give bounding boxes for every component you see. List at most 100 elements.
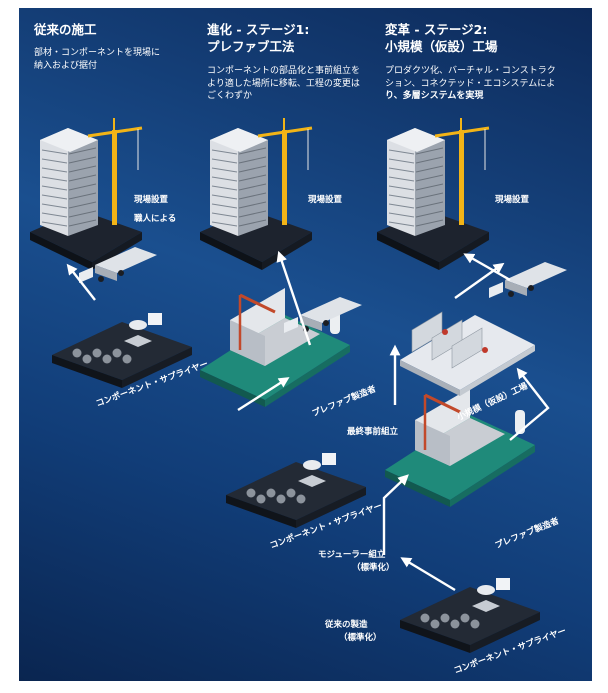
- building-3-floor-line-left: [388, 185, 415, 191]
- truck-1: [79, 247, 157, 283]
- column-3-desc-line-2: ション、コネクテッド・エコシステムによ: [385, 78, 556, 89]
- truck-3: [489, 262, 567, 298]
- building-2-floor-line-right: [238, 156, 267, 164]
- column-1-heading: 従来の施工: [34, 21, 97, 38]
- building-2-floor-line-right: [238, 183, 267, 191]
- building-1-floor-line-left: [41, 185, 68, 191]
- building-3-floor-line-right: [415, 201, 444, 209]
- building-1-floor-line-right: [68, 201, 97, 209]
- supplier-2-sink: [303, 460, 321, 470]
- building-2-floor-line-right: [238, 219, 267, 227]
- column-2-desc-line-2: より適した場所に移転、工程の変更は: [207, 78, 360, 89]
- supplier-1-pipe: [82, 354, 92, 364]
- building-3-floor-line-right: [415, 219, 444, 227]
- supplier-1: [52, 313, 192, 388]
- building-3-tower-right: [415, 128, 445, 236]
- prefab-2-floor-right: [450, 445, 535, 507]
- building-3-floor-line-right: [415, 147, 444, 155]
- supplier-2-pipe: [286, 488, 296, 498]
- prefab-1-floor-left: [200, 370, 265, 407]
- column-2-heading-line-2: プレファブ工法: [207, 39, 295, 54]
- truck-2: [284, 297, 362, 333]
- supplier-3-pipe: [470, 619, 480, 629]
- column-2-desc: コンポーネントの部品化と事前組立を より適した場所に移転、工程の変更は ごくわず…: [207, 65, 360, 103]
- column-3-heading-line-1: 変革 - ステージ2:: [385, 22, 488, 37]
- arrow-modular-to-prefab-2: [382, 474, 409, 555]
- building-2-floor-line-left: [211, 149, 238, 155]
- mini-factory-floor-left: [400, 360, 460, 396]
- building-3-base-left: [377, 232, 439, 270]
- supplier-3-base-right: [470, 612, 540, 653]
- building-2-floor-line-right: [238, 210, 267, 218]
- truck-1-cab: [79, 267, 93, 283]
- column-2-heading: 進化 - ステージ1: プレファブ工法: [207, 21, 309, 55]
- label-onsite-3: 現場設置: [495, 195, 530, 205]
- label-final-assembly: 最終事前組立: [347, 427, 399, 437]
- supplier-2-pipe: [266, 488, 276, 498]
- supplier-3-base-left: [400, 620, 470, 653]
- building-2: [200, 118, 313, 270]
- truck-1-wheel: [98, 276, 104, 282]
- building-2-floor-line-left: [211, 194, 238, 200]
- truck-2-bed: [300, 297, 362, 323]
- building-3-floor-line-left: [388, 212, 415, 218]
- building-2-tower-right: [238, 128, 268, 236]
- truck-1-wheel: [118, 270, 124, 276]
- supplier-1-toilet: [148, 313, 162, 325]
- supplier-1-base-left: [52, 355, 122, 388]
- supplier-3-panel-stack: [472, 600, 500, 612]
- building-2-floor-line-right: [238, 201, 267, 209]
- supplier-3-pipe: [460, 613, 470, 623]
- building-3-crane-jib: [434, 126, 490, 138]
- building-1-base-right: [92, 232, 142, 270]
- label-traditional-1: 従来の製造: [325, 620, 368, 630]
- building-2-floor-line-right: [238, 165, 267, 173]
- building-1-floor-line-right: [68, 192, 97, 200]
- column-1-desc: 部材・コンポーネントを現場に 納入および据付: [34, 47, 160, 72]
- building-1-crane-mast: [112, 130, 117, 225]
- arrow-supplier-to-building-1: [66, 263, 96, 301]
- truck-3-wheel: [528, 285, 534, 291]
- label-craftsman: 職人による: [134, 214, 177, 224]
- supplier-2-pipe: [256, 494, 266, 504]
- building-3-floor-line-right: [415, 210, 444, 218]
- supplier-1-pipe: [102, 354, 112, 364]
- building-1-floor-line-left: [41, 194, 68, 200]
- supplier-3-pipe: [450, 619, 460, 629]
- building-1-tower-right: [68, 128, 98, 236]
- building-2-floor-line-right: [238, 147, 267, 155]
- supplier-1-panel-stack: [124, 335, 152, 347]
- supplier-3-toilet: [496, 578, 510, 590]
- building-2-tower-left: [210, 128, 238, 236]
- column-1-heading-line-1: 従来の施工: [34, 22, 97, 37]
- column-3-desc-line-1: プロダクツ化、バーチャル・コンストラク: [385, 66, 556, 76]
- label-onsite-2: 現場設置: [308, 195, 343, 205]
- building-1-floor-line-left: [41, 158, 68, 164]
- column-1-desc-line-2: 納入および据付: [34, 60, 98, 71]
- building-3-floor-line-right: [415, 174, 444, 182]
- mini-factory-floor-right: [460, 345, 535, 396]
- building-1-floor-line-right: [68, 219, 97, 227]
- arrow-truck-to-building-3: [463, 253, 511, 282]
- truck-2-wheel: [323, 320, 329, 326]
- building-3-base-right: [439, 232, 489, 270]
- truck-2-bed-side: [300, 315, 322, 331]
- label-onsite-1: 現場設置: [134, 195, 169, 205]
- building-3-tower-left: [387, 128, 415, 236]
- supplier-3-sink: [477, 585, 495, 595]
- building-2-floor-line-left: [211, 221, 238, 227]
- building-1-tower-left: [40, 128, 68, 236]
- building-2-base-right: [262, 232, 312, 270]
- truck-3-cab: [489, 282, 503, 298]
- supplier-1-base-right: [122, 347, 192, 388]
- building-2-floor-line-left: [211, 203, 238, 209]
- building-1-floor-line-right: [68, 165, 97, 173]
- building-2-floor-line-right: [238, 174, 267, 182]
- prefab-2: [385, 388, 535, 507]
- truck-1-bed-side: [95, 265, 117, 281]
- supplier-1-pipe: [72, 348, 82, 358]
- truck-3-wheel: [508, 291, 514, 297]
- column-2-heading-line-1: 進化 - ステージ1:: [207, 22, 310, 37]
- building-3-tower-top: [387, 128, 445, 152]
- arrow-prefab-to-building-2: [276, 250, 312, 346]
